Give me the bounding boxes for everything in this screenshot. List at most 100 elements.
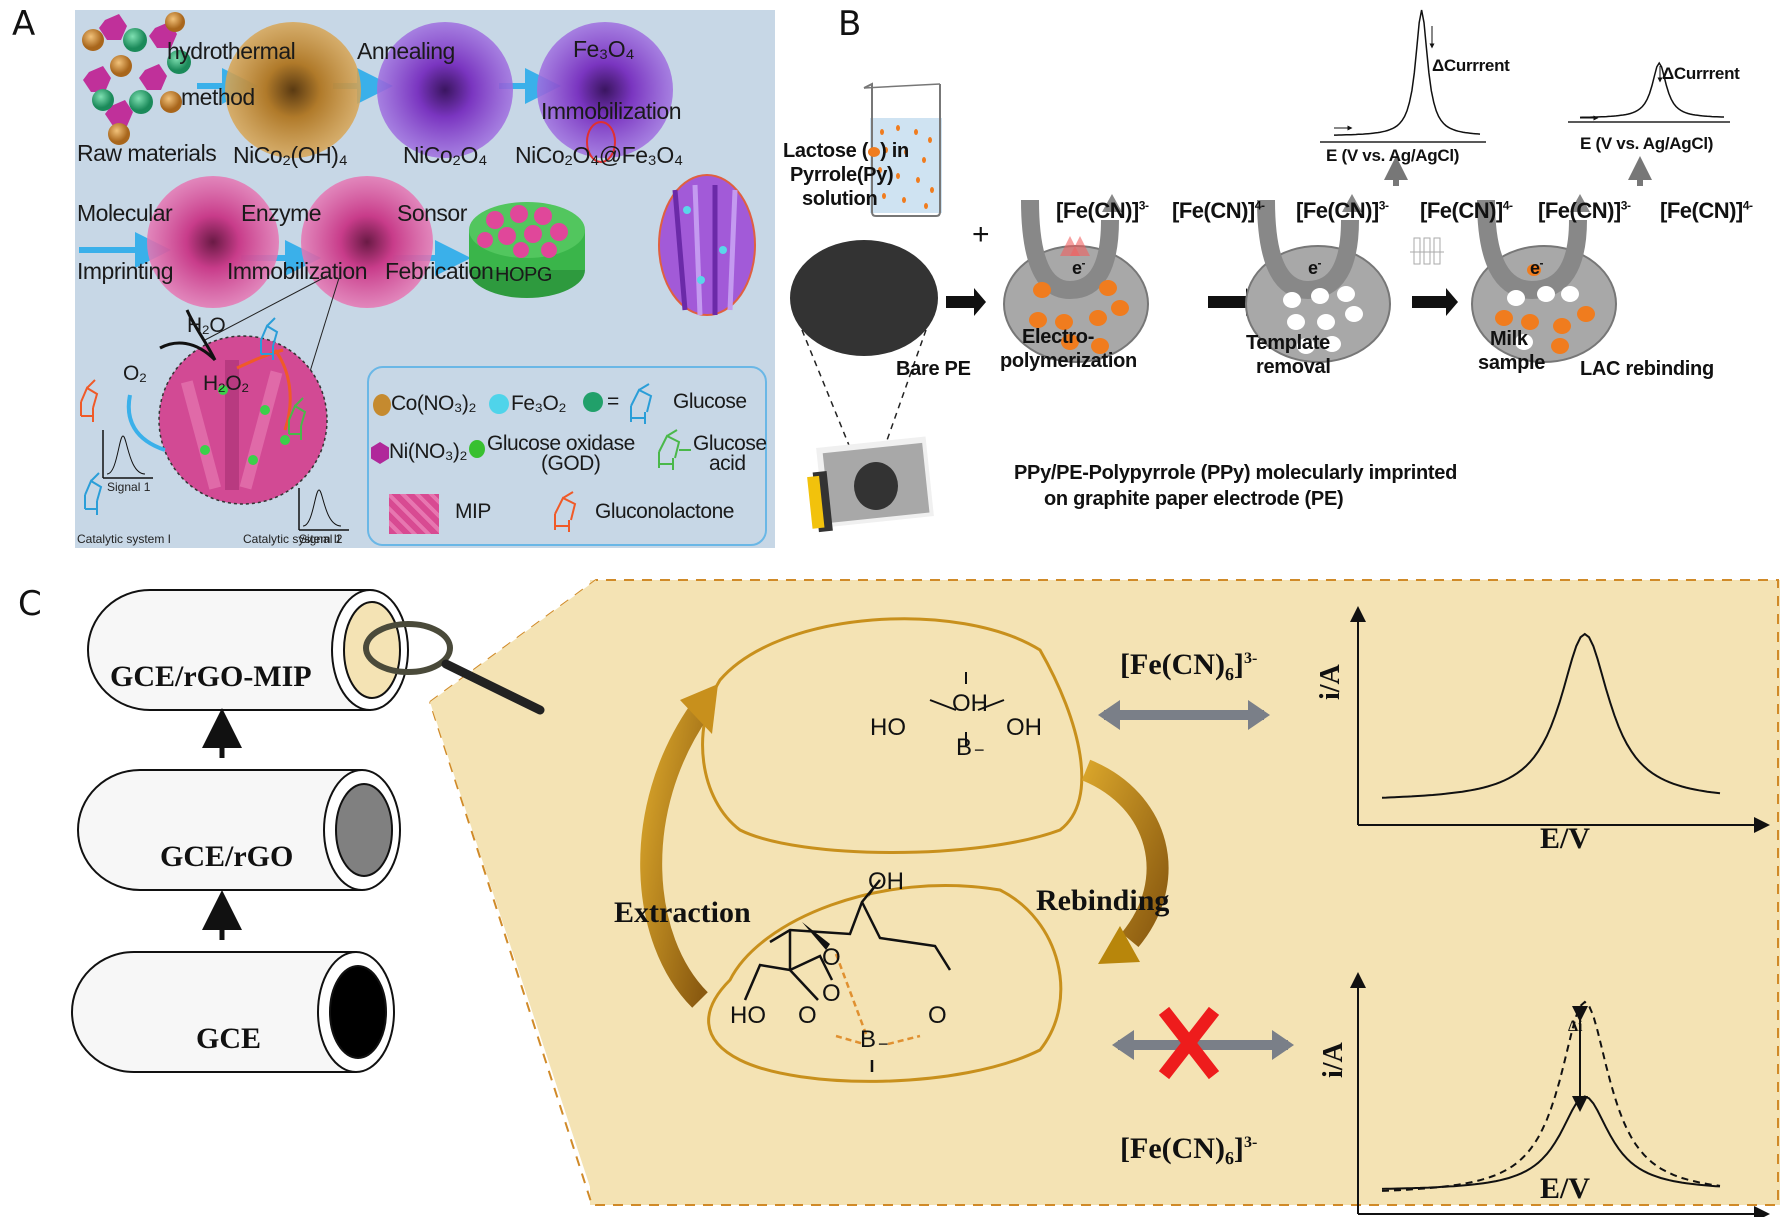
lactose-label-line3: solution [802,188,878,210]
dpv-plot-template-removed [1320,9,1486,143]
tube-gce [71,951,395,1073]
beaker-icon [863,82,942,217]
plus-sign: + [972,218,990,251]
glucose-acid-structure-icon [658,429,691,470]
milk-label-line1: Milk [1490,328,1528,350]
delta-current-label-1: ΔCurrrent [1432,56,1510,75]
electron-label-step4: e- [1530,256,1544,278]
step-immobilization-label: Immobilization [541,98,682,124]
panel-a: hydrothermal method Annealing Fe₃O₄ Immo… [75,10,775,548]
signal-2-label: Signal 2 [299,532,343,546]
step-enzyme-label: Enzyme [241,200,322,226]
xaxis-label-plot2: E (V vs. Ag/AgCl) [1580,134,1714,153]
ion-fe4-step3: [Fe(CN)]4- [1420,198,1513,223]
chart1-ylabel: i/A [1315,664,1346,700]
legend-co: Co(NO₃)₂ [391,392,477,415]
ni-nitrate-icon [371,442,389,464]
step-imprinting-label: Imprinting [77,258,173,284]
ion-fe3-step3: [Fe(CN)]3- [1296,198,1389,223]
lac-rebinding-disk [1471,194,1617,363]
process-arrows [946,288,1458,316]
test-tubes-icon [1410,237,1444,265]
lactose-boronate-complex [743,879,952,1072]
panel-c-graphics [71,579,1779,1217]
series-line-1 [1381,1095,1721,1190]
double-arrow-top [1098,700,1270,730]
double-arrow-bottom [1112,1030,1294,1060]
ion-fe4-step4: [Fe(CN)]4- [1660,198,1753,223]
urchin-nico2oh4 [225,22,361,158]
step-enzyme-immobilization-label: Immobilization [227,258,368,284]
urchin-nico2o4 [377,22,513,158]
step-fe3o4-label: Fe₃O₄ [573,36,635,62]
caption-line1: PPy/PE-Polypyrrole (PPy) molecularly imp… [1014,462,1458,484]
rebinding-arrow [1081,759,1169,948]
co-nitrate-icon [373,394,391,416]
chem-top-oh-right: OH [1006,714,1042,741]
chart2-delta-i: Δi [1568,1018,1583,1035]
gluconolactone-molecule-icon [80,379,99,422]
chem-top-charge: − [974,740,985,760]
electro-label-line2: polymerization [1000,350,1137,372]
panel-a-graphics [79,12,756,531]
chem-bottom-o2: O [822,980,841,1007]
magnifier-icon [363,621,545,715]
electro-label-line1: Electro- [1022,326,1095,348]
legend-acid-line1: Glucose [693,432,767,455]
legend-box: Co(NO₃)₂ Fe₃O₂ = Glucose Ni(NO₃)₂ Glucos… [367,366,767,546]
dpv-plot-rebinding [1568,61,1730,123]
legend-glucose: Glucose [673,390,747,413]
panel-c-label: C [18,584,42,624]
product-nico2o4-fe3o4-label: NiCo₂O₄@Fe₃O₄ [515,142,683,168]
zoom-marker [586,121,616,163]
lactose-label-line1: Lactose () in [783,140,909,162]
glucose-molecule-icon [84,317,279,515]
electron-label-step3: e- [1308,256,1322,278]
step-method-label: method [181,84,255,110]
legend-ni: Ni(NO₃)₂ [389,440,468,463]
hopg-label: HOPG [495,264,552,286]
ferricyanide-label-bottom: [Fe(CN)₆]3- [1120,1132,1258,1165]
bare-pe-label: Bare PE [896,358,971,380]
chart1-xlabel: E/V [1540,822,1591,855]
ion-fe4-step2: [Fe(CN)]4- [1172,198,1265,223]
template-label-line1: Template [1246,332,1330,354]
electropolymerized-disk [1003,194,1149,363]
chem-top-boron: B [956,734,973,761]
rebinding-label: Rebinding [1036,884,1170,917]
raw-materials-cluster [82,12,191,145]
raw-materials-label: Raw materials [77,140,217,166]
lac-rebinding-label: LAC rebinding [1580,358,1714,380]
product-nico2o4-label: NiCo₂O₄ [403,142,487,168]
panel-b-graphics [790,9,1730,533]
tube-label-gce-rgo: GCE/rGO [160,840,294,873]
glucose-sphere-icon [583,392,603,412]
paper-electrode-icon [807,436,934,533]
panel-b-label: B [838,4,862,44]
blocked-x-icon [1158,1006,1220,1080]
step-fabrication-label: Febrication [385,258,494,284]
glucose-acid-molecule-icon [288,397,307,440]
step-hydrothermal-label: hydrothermal [167,38,296,64]
electron-label-step2: e- [1072,256,1086,278]
legend-mip: MIP [455,500,491,523]
zoom-wedge [430,580,596,1205]
template-label-line2: removal [1256,356,1331,378]
chart2-xlabel: E/V [1540,1172,1591,1205]
gluconolactone-structure-icon [554,491,577,532]
mechanism-zoom [126,309,328,505]
template-removed-disk [1245,194,1391,363]
h2o-label: H₂O [187,314,226,337]
chem-bottom-boron: B [860,1026,877,1053]
bare-pe-disk [790,240,938,356]
extraction-arrow [640,703,710,1008]
lactose-icon [868,147,881,157]
extraction-label: Extraction [614,896,751,929]
mip-swatch-icon [389,494,439,534]
xaxis-label-plot1: E (V vs. Ag/AgCl) [1326,146,1460,165]
tube-gce-rgo [77,769,401,891]
caption-line2: on graphite paper electrode (PE) [1044,488,1344,510]
chem-bottom-o4: O [928,1002,947,1029]
milk-label-line2: sample [1478,352,1546,374]
chem-bottom-o3: O [798,1002,817,1029]
